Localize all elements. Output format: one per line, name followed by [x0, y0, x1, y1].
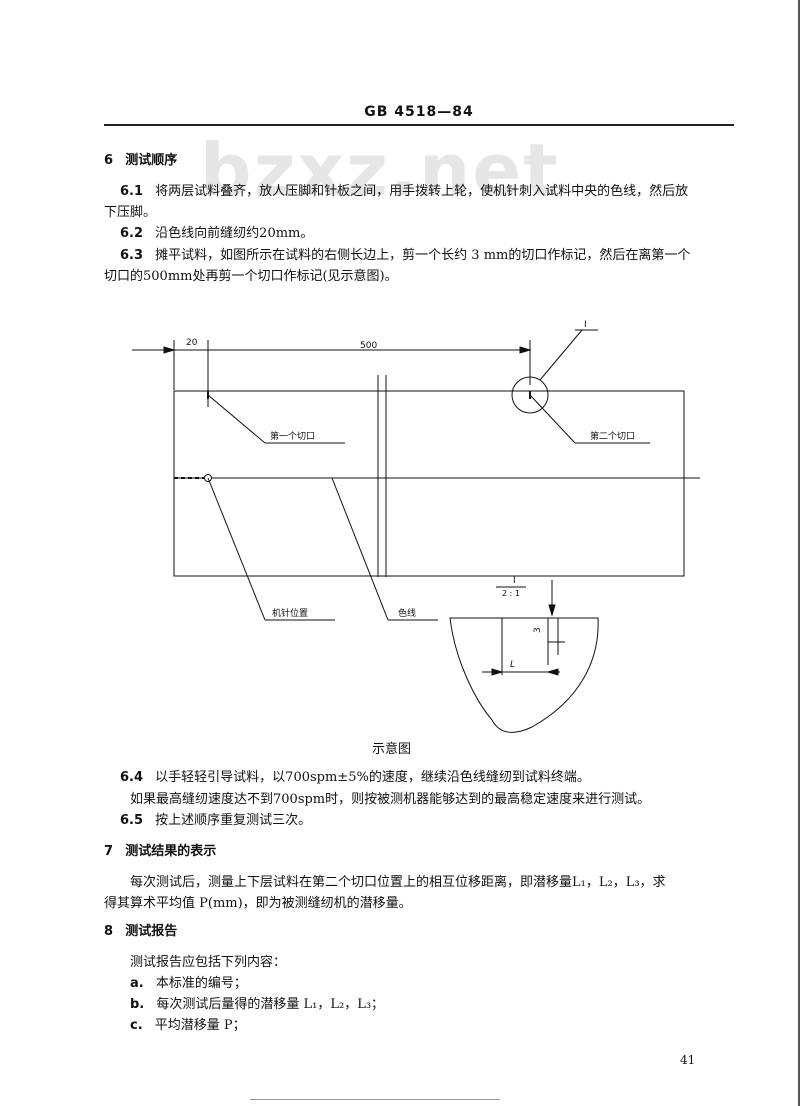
dim-500-label: 500 [360, 341, 377, 351]
section-number: 8 [104, 924, 114, 939]
clause-text: 以手轻轻引导试料，以700spm±5%的速度，继续沿色线缝纫到试料终端。 [155, 770, 590, 785]
section-number: 6 [104, 153, 114, 168]
list-item-b: b. 每次测试后量得的潜移量 L₁，L₂，L₃； [130, 995, 384, 1015]
list-label: b. [130, 997, 145, 1012]
section-8-intro: 测试报告应包括下列内容： [130, 955, 287, 970]
scan-edge [798, 0, 800, 1106]
dim-20-label: 20 [186, 338, 198, 348]
clause-6-4-cont: 如果最高缝纫速度达不到700spm时，则按被测机器能够达到的最高稳定速度来进行测… [130, 792, 651, 807]
clause-text: 将两层试料叠齐，放人压脚和针板之间，用手拨转上轮，使机针刺入试料中央的色线，然后… [155, 184, 689, 199]
detail-view-label: I [513, 576, 516, 586]
section-6-heading: 6 测试顺序 [104, 151, 177, 171]
detail-L-arrow [546, 668, 559, 676]
standard-header: GB 4518—84 [364, 104, 474, 120]
clause-number: 6.2 [120, 226, 144, 241]
detail-3-label: 3 [533, 627, 543, 633]
clause-number: 6.4 [120, 770, 144, 785]
clause-number: 6.3 [120, 248, 144, 263]
second-cut-label: 第二个切口 [590, 430, 635, 442]
first-cut-label: 第一个切口 [270, 430, 315, 442]
first-cut-leader [207, 394, 266, 444]
section-title: 测试结果的表示 [125, 844, 217, 859]
color-line-label: 色线 [398, 607, 416, 619]
needle-position-leader [207, 477, 266, 621]
list-item-c: c. 平均潜移量 P； [130, 1016, 246, 1036]
clause-6-5: 6.5 按上述顺序重复测试三次。 [120, 811, 311, 831]
detail-L-label: L [510, 660, 515, 670]
clause-text: 按上述顺序重复测试三次。 [155, 813, 312, 828]
clause-6-2: 6.2 沿色线向前缝纫约20mm。 [120, 224, 313, 244]
list-text: 本标准的编号； [155, 976, 247, 991]
clause-6-1-cont: 下压脚。 [104, 205, 157, 220]
detail-view-outline [449, 617, 599, 733]
clause-number: 6.1 [120, 184, 144, 199]
section-7-heading: 7 测试结果的表示 [104, 842, 216, 862]
page-number: 41 [680, 1053, 696, 1067]
clause-text: 沿色线向前缝纫约20mm。 [155, 226, 314, 241]
detail-3-arrow [548, 604, 556, 617]
dimension-arrow [519, 346, 532, 354]
clause-6-1: 6.1 将两层试料叠齐，放人压脚和针板之间，用手拨转上轮，使机针刺入试料中央的色… [120, 182, 688, 202]
section-title: 测试顺序 [125, 153, 178, 168]
section-title: 测试报告 [125, 924, 178, 939]
header-rule [104, 124, 734, 126]
color-line-leader [331, 477, 389, 621]
figure-caption: 示意图 [372, 742, 412, 757]
list-item-a: a. 本标准的编号； [130, 974, 247, 994]
clause-text: 摊平试料，如图所示在试料的右侧长边上，剪一个长约 3 mm的切口作标记，然后在离… [155, 248, 691, 263]
detail-circle [511, 376, 549, 414]
list-text: 每次测试后量得的潜移量 L₁，L₂，L₃； [156, 997, 385, 1012]
dimension-arrow [163, 346, 176, 354]
detail-callout-label: I [584, 320, 587, 330]
section-7-para-1: 每次测试后，测量上下层试料在第二个切口位置上的相互位移距离，即潜移量L₁，L₂，… [130, 875, 666, 890]
detail-L-arrow [491, 668, 504, 676]
section-8-heading: 8 测试报告 [104, 922, 177, 942]
clause-number: 6.5 [120, 813, 144, 828]
detail-view-scale: 2 : 1 [502, 589, 520, 598]
second-cut-leader [529, 394, 576, 444]
bottom-rule [250, 1099, 500, 1100]
schematic-figure: 20 500 第一个切口 第二个切口 I 机针位置 色线 [132, 320, 700, 733]
detail-callout-leader [539, 329, 583, 381]
clause-6-4: 6.4 以手轻轻引导试料，以700spm±5%的速度，继续沿色线缝纫到试料终端。 [120, 768, 590, 788]
watermark: bzxz.net [200, 128, 560, 212]
needle-position-label: 机针位置 [272, 607, 308, 619]
clause-6-3: 6.3 摊平试料，如图所示在试料的右侧长边上，剪一个长约 3 mm的切口作标记，… [120, 246, 690, 266]
section-number: 7 [104, 844, 114, 859]
list-text: 平均潜移量 P； [154, 1018, 246, 1033]
fabric-specimen [173, 390, 685, 577]
clause-6-3-cont: 切口的500mm处再剪一个切口作标记(见示意图)。 [104, 269, 398, 284]
list-label: a. [130, 976, 144, 991]
section-7-para-2: 得其算术平均值 P(mm)，即为被测缝纫机的潜移量。 [104, 896, 412, 911]
list-label: c. [130, 1018, 143, 1033]
